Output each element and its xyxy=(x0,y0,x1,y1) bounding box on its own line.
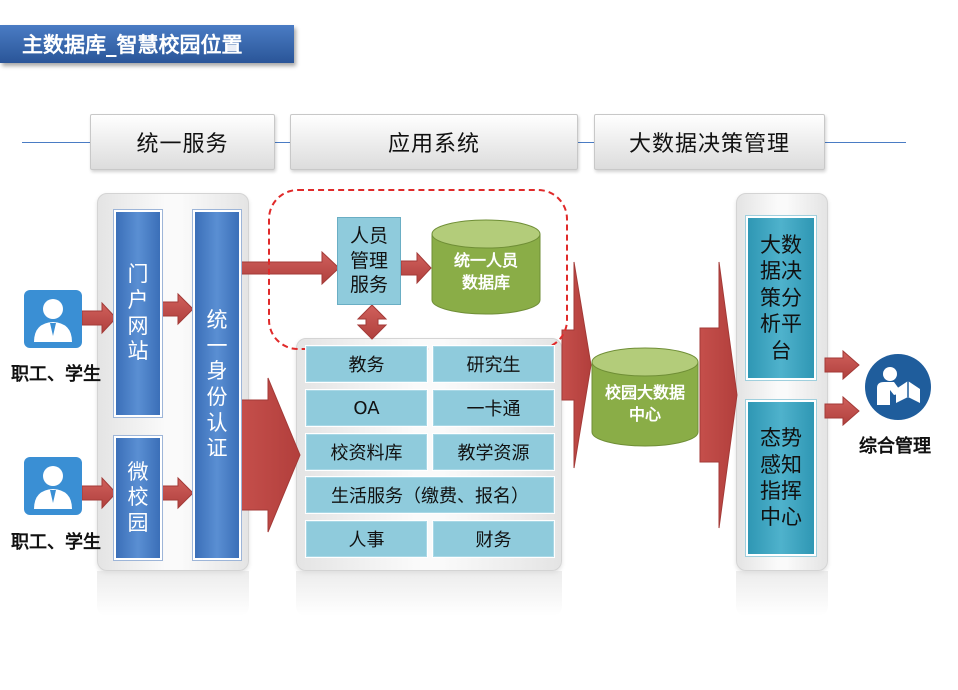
header-big-data: 大数据决策管理 xyxy=(594,114,825,170)
unified-service-panel-reflection xyxy=(97,571,249,616)
app-life-services[interactable]: 生活服务（缴费、报名） xyxy=(305,476,555,514)
situational-center-box[interactable]: 态势感知指挥中心 xyxy=(745,399,817,557)
app-finance[interactable]: 财务 xyxy=(432,520,555,558)
header-application-system: 应用系统 xyxy=(290,114,578,170)
app-academic[interactable]: 教务 xyxy=(305,345,428,383)
staff-user-icon xyxy=(24,457,82,515)
arrow-service-apps-bidirectional xyxy=(356,304,388,340)
arrow-apps-to-datacenter xyxy=(561,261,592,469)
portal-label: 门户网站 xyxy=(127,262,149,364)
app-card[interactable]: 一卡通 xyxy=(432,389,555,427)
personnel-service-label: 人员管理服务 xyxy=(349,224,388,297)
arrow-datacenter-to-decision xyxy=(699,261,738,529)
page-title: 主数据库_智慧校园位置 xyxy=(0,25,294,63)
app-graduate[interactable]: 研究生 xyxy=(432,345,555,383)
personnel-service-box[interactable]: 人员管理服务 xyxy=(337,217,401,305)
personnel-database-label: 统一人员数据库 xyxy=(453,251,518,292)
app-teaching-resources[interactable]: 教学资源 xyxy=(432,433,555,471)
data-center-cylinder xyxy=(591,347,699,447)
arrow-portal-to-auth xyxy=(161,292,194,326)
reading-person-icon xyxy=(865,354,931,420)
app-school-archive[interactable]: 校资料库 xyxy=(305,433,428,471)
personnel-database-cylinder xyxy=(431,219,541,315)
wechat-campus-box[interactable]: 微校园 xyxy=(113,435,163,561)
arrow-wechat-to-auth xyxy=(161,476,194,510)
user-label: 职工、学生 xyxy=(11,364,101,385)
decision-panel-reflection xyxy=(736,571,828,616)
user-label: 职工、学生 xyxy=(11,532,101,553)
auth-box[interactable]: 统一身份认证 xyxy=(192,209,242,561)
data-center-label: 校园大数据中心 xyxy=(605,383,686,424)
arrow-situational-to-management xyxy=(824,395,860,427)
situational-center-label: 态势感知指挥中心 xyxy=(760,426,802,530)
portal-box[interactable]: 门户网站 xyxy=(113,209,163,418)
header-unified-service: 统一服务 xyxy=(90,114,275,170)
header-application-system-label: 应用系统 xyxy=(387,132,480,157)
decision-platform-label: 大数据决策分析平台 xyxy=(760,232,802,363)
arrow-auth-to-apps xyxy=(240,377,301,533)
arrow-service-to-db xyxy=(400,251,432,285)
app-hr[interactable]: 人事 xyxy=(305,520,428,558)
arrow-decision-to-management xyxy=(824,349,860,381)
wechat-campus-label: 微校园 xyxy=(127,459,149,535)
app-oa[interactable]: OA xyxy=(305,389,428,427)
decision-platform-box[interactable]: 大数据决策分析平台 xyxy=(745,215,817,381)
arrow-user-to-portal xyxy=(81,301,117,335)
application-panel-reflection xyxy=(296,571,562,616)
header-big-data-label: 大数据决策管理 xyxy=(628,132,790,157)
staff-user-icon xyxy=(24,290,82,348)
auth-label: 统一身份认证 xyxy=(206,308,228,461)
management-label: 综合管理 xyxy=(859,436,931,457)
page-title-text: 主数据库_智慧校园位置 xyxy=(22,33,243,57)
arrow-user-to-wechat xyxy=(81,476,117,510)
header-unified-service-label: 统一服务 xyxy=(136,132,229,157)
arrow-auth-to-personnel xyxy=(240,250,340,286)
